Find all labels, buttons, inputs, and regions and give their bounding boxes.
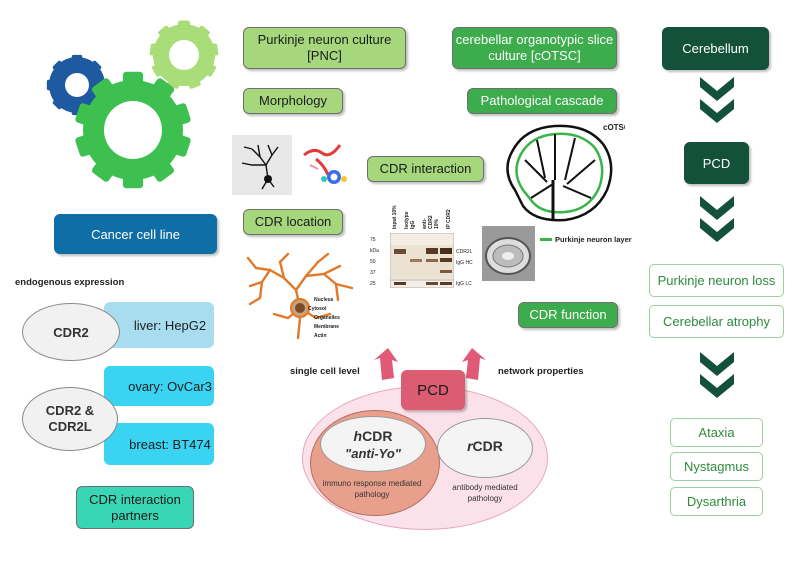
blot-image <box>390 233 454 288</box>
gears-illustration <box>46 20 219 189</box>
cdr-interaction-partners-box: CDR interaction partners <box>76 486 194 529</box>
cell-label: Actin <box>314 333 327 339</box>
cerebellum-box: Cerebellum <box>662 27 769 70</box>
single-cell-level-label: single cell level <box>290 366 360 377</box>
anti-yo-label: "anti-Yo" <box>345 446 401 461</box>
cdr-interaction-box: CDR interaction <box>367 156 484 182</box>
cerebellar-atrophy-box: Cerebellar atrophy <box>649 305 784 338</box>
blot-lane-label: Isotype IgG <box>404 211 416 229</box>
pathological-cascade-box: Pathological cascade <box>467 88 617 114</box>
blot-marker: 75 <box>370 237 376 243</box>
blot-lane-label: IP CDR2 <box>446 209 452 229</box>
purkinje-layer-label: Purkinje neuron layer <box>555 235 632 244</box>
network-properties-label: network properties <box>498 366 584 377</box>
dysarthria-box: Dysarthria <box>670 487 763 516</box>
blot-lane-labels: Input 10% Isotype IgG anti-CDR2 10% IP C… <box>392 205 452 229</box>
blot-lane-label: Input 10% <box>392 205 398 229</box>
gear-light-icon <box>149 20 219 90</box>
blot-marker: 50 <box>370 259 376 265</box>
cell-label: Organelles <box>314 315 340 321</box>
cell-label: Nucleus <box>314 297 334 303</box>
chevrons-down-icon <box>700 352 734 398</box>
ovary-ovcar3-box: ovary: OvCar3 <box>104 366 214 406</box>
blot-band-label: CDR2L <box>456 249 473 255</box>
blot-band-label: IgG LC <box>456 281 472 287</box>
chevrons-down-icon <box>700 196 734 242</box>
western-blot-figure: Input 10% Isotype IgG anti-CDR2 10% IP C… <box>370 205 475 290</box>
nystagmus-box: Nystagmus <box>670 452 763 481</box>
blot-kda: kDa <box>370 248 379 254</box>
gear-blue-icon <box>46 54 108 116</box>
blot-marker: 37 <box>370 270 376 276</box>
purkinje-neuron-sketch <box>246 252 354 340</box>
gear-green-icon <box>74 71 192 189</box>
liver-hepg2-box: liver: HepG2 <box>104 302 214 348</box>
cdr-location-box: CDR location <box>243 209 343 235</box>
hcdr-inner-ellipse <box>320 416 426 472</box>
pnc-box: Purkinje neuron culture [PNC] <box>243 27 406 69</box>
cotsc-tag: cOTSC <box>603 123 625 132</box>
rcdr-description: antibody mediated pathology <box>452 483 518 503</box>
cdr2-cdr2l-ellipse: CDR2 & CDR2L <box>22 387 118 451</box>
legend-swatch <box>540 238 552 241</box>
rcdr-suffix: CDR <box>472 438 503 454</box>
cell-label: Membrane <box>314 324 340 330</box>
breast-bt474-box: breast: BT474 <box>104 423 214 465</box>
purkinje-layer-legend: Purkinje neuron layer <box>540 235 632 244</box>
rcdr-prefix: r <box>467 438 473 454</box>
cerebellum-slice-image: cOTSC <box>506 123 625 222</box>
rcdr-label: rCDR <box>437 438 533 454</box>
pcd-center-box: PCD <box>401 370 465 410</box>
neuron-heatmap-image <box>294 135 356 195</box>
cell-label: Cytosol <box>308 306 327 312</box>
endogenous-expression-label: endogenous expression <box>15 277 125 288</box>
cdr-function-box: CDR function <box>518 302 618 328</box>
cell-compartment-labels: Nucleus Cytosol Organelles Membrane Acti… <box>308 296 340 341</box>
rcdr-ellipse <box>437 418 533 478</box>
purkinje-neuron-loss-box: Purkinje neuron loss <box>649 264 784 297</box>
hcdr-label: hCDR <box>320 428 426 444</box>
neuron-micrograph <box>232 135 292 195</box>
pcd-arrows <box>374 348 486 380</box>
cotsc-box: cerebellar organotypic slice culture [cO… <box>452 27 617 69</box>
cancer-cell-line-box: Cancer cell line <box>54 214 217 254</box>
blot-lane-label: anti-CDR2 10% <box>422 215 440 229</box>
morphology-box: Morphology <box>243 88 343 114</box>
pcd-cascade-box: PCD <box>684 142 749 184</box>
blot-band-label: IgG HC <box>456 260 473 266</box>
hcdr-prefix: h <box>353 428 363 444</box>
blot-marker: 25 <box>370 281 376 287</box>
blot-band-labels: CDR2L IgG HC IgG LC <box>456 247 473 290</box>
ataxia-box: Ataxia <box>670 418 763 447</box>
hcdr-description: immuno response mediated pathology <box>322 479 422 499</box>
chevrons-down-icon <box>700 77 734 123</box>
hcdr-suffix: CDR <box>362 428 393 444</box>
culture-dish-image <box>482 226 535 281</box>
blot-marker-labels: 75 kDa 50 37 25 <box>370 235 390 290</box>
cdr2-ellipse: CDR2 <box>22 303 120 361</box>
